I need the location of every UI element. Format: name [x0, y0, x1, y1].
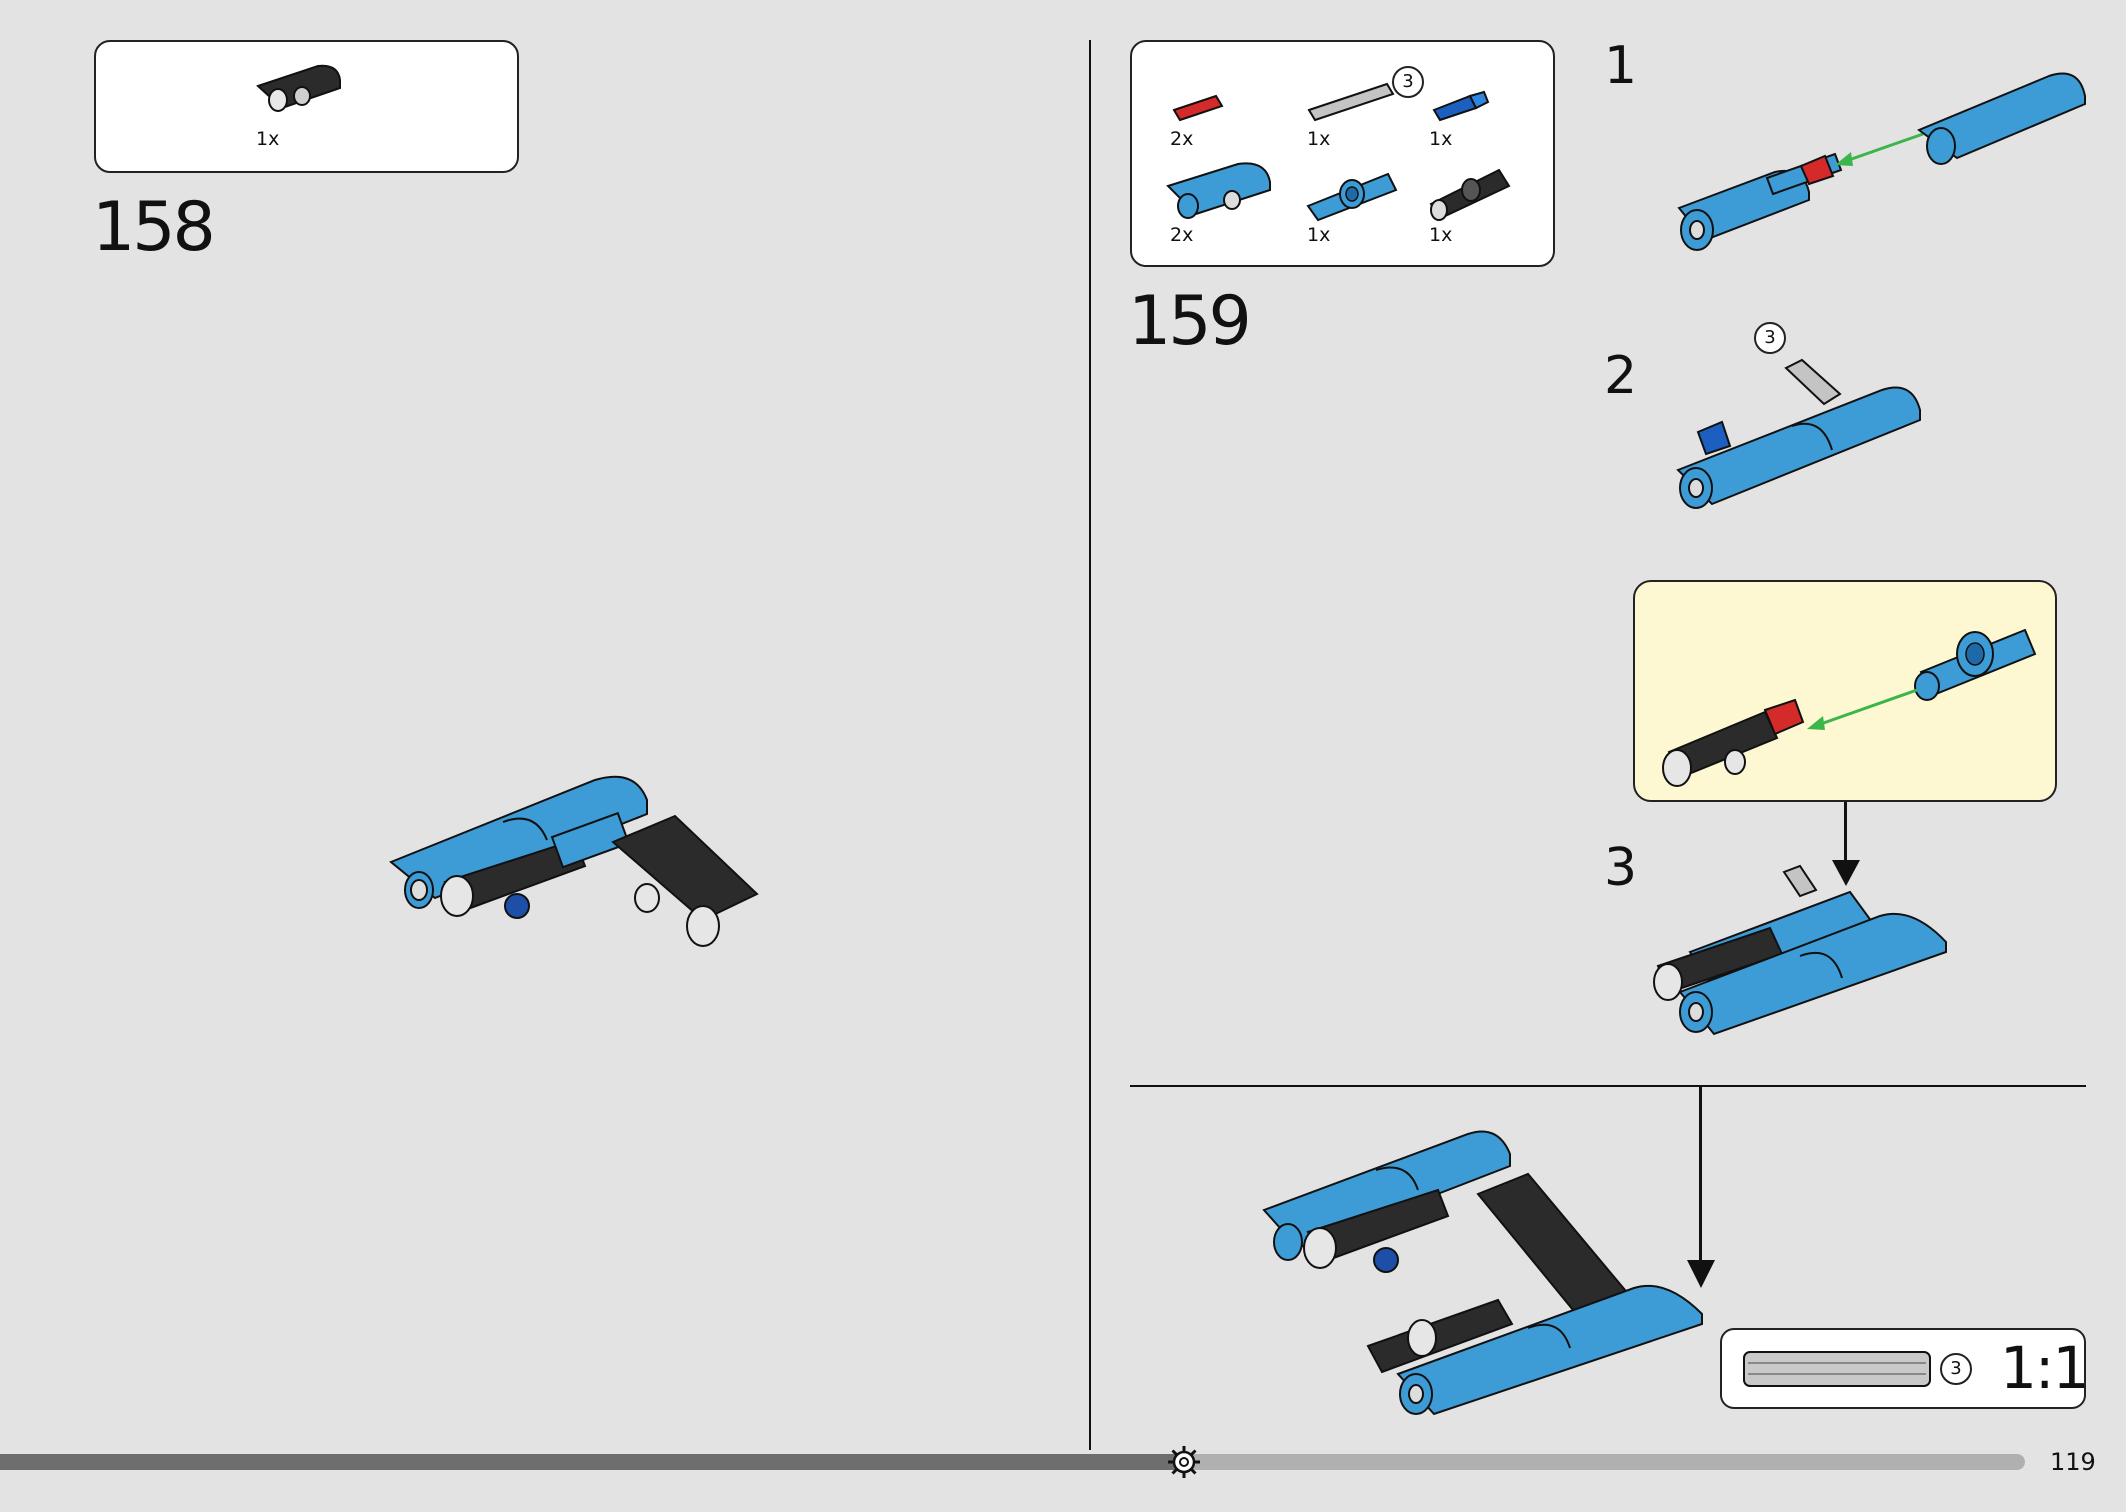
- substep-2-illustration: [1676, 358, 1921, 509]
- part-qty: 1x: [1307, 128, 1331, 150]
- part-qty: 2x: [1170, 224, 1194, 246]
- scale-reference-box: 3 1:1: [1720, 1328, 2089, 1409]
- parts-callout-159: 2x 3 1x 1x 2x 1x 1x: [1130, 40, 1555, 267]
- part-qty: 1x: [1429, 128, 1453, 150]
- dark-curved-panel-icon: [256, 64, 341, 112]
- axle-scale-icon: [1743, 1351, 1931, 1387]
- gray-axle-icon: [1307, 82, 1395, 122]
- substep-3-illustration: [1653, 864, 1947, 1036]
- substep-number-3: 3: [1604, 838, 1638, 898]
- substep-number-1: 1: [1604, 36, 1638, 96]
- part-qty: 2x: [1170, 128, 1194, 150]
- part-qty: 1x: [256, 128, 280, 150]
- blue-pin-icon: [1432, 90, 1490, 122]
- blue-curved-panel-icon: [1166, 162, 1271, 219]
- callout-arrow-line: [1844, 802, 1847, 866]
- axle-length-badge: 3: [1754, 322, 1786, 354]
- scale-ratio: 1:1: [2000, 1334, 2089, 1402]
- step-separator: [1130, 1085, 2086, 1087]
- substep-1-illustration: [1677, 72, 2086, 251]
- assembly-159-model: [1262, 1130, 1703, 1416]
- substep-number-2: 2: [1604, 346, 1638, 406]
- progress-bar-fill: [0, 1454, 1180, 1470]
- assembly-arrow-head: [1687, 1260, 1715, 1288]
- red-pin-icon: [1172, 94, 1224, 122]
- step-number-159: 159: [1128, 282, 1252, 361]
- subassembly-illustration: [1662, 628, 2037, 787]
- axle-length-badge: 3: [1940, 1353, 1972, 1385]
- assembly-arrow-line: [1699, 1087, 1702, 1265]
- page-number: 119: [2050, 1448, 2096, 1476]
- part-qty: 1x: [1429, 224, 1453, 246]
- dark-connector-icon: [1429, 168, 1511, 221]
- step-number-158: 158: [92, 188, 216, 267]
- page-divider: [1089, 40, 1091, 1450]
- callout-arrow-head: [1832, 860, 1860, 886]
- parts-callout-158: 1x: [94, 40, 519, 173]
- gear-icon: [1168, 1446, 1200, 1478]
- axle-length-badge: 3: [1392, 66, 1424, 98]
- part-qty: 1x: [1307, 224, 1331, 246]
- assembly-158-model: [389, 775, 759, 947]
- blue-connector-icon: [1306, 172, 1398, 222]
- subassembly-callout: [1633, 580, 2057, 802]
